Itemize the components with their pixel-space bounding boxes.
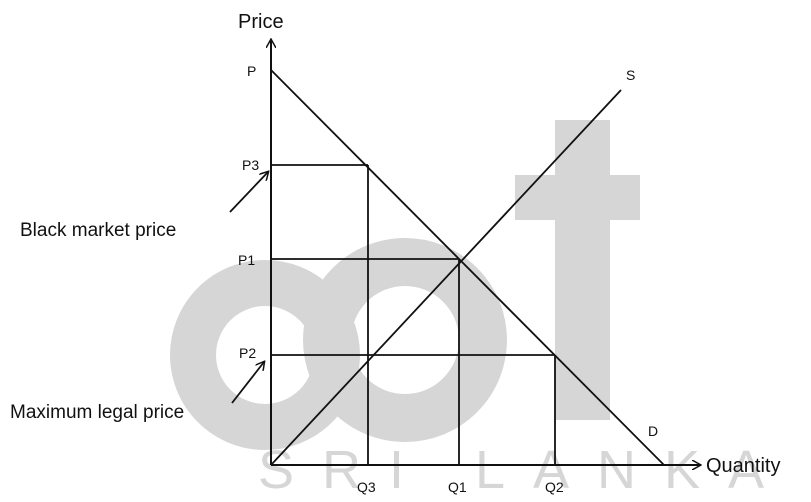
supply-label: S [626, 67, 635, 83]
watermark-letter-t-stem [555, 120, 610, 420]
price-label-p: P [247, 63, 256, 79]
black-market-arrow [229, 172, 268, 213]
price-label-p2: P2 [239, 345, 256, 361]
quantity-label-q1: Q1 [448, 479, 467, 495]
black-market-price-label: Black market price [20, 220, 176, 241]
watermark-logo [170, 120, 640, 450]
quantity-label-q3: Q3 [357, 479, 376, 495]
max-legal-arrow [231, 362, 264, 404]
demand-curve [270, 69, 665, 466]
y-axis-label: Price [238, 11, 284, 33]
demand-label: D [648, 423, 658, 439]
watermark-letter-a2 [303, 238, 507, 442]
x-axis-label: Quantity [706, 455, 780, 477]
supply-curve [270, 89, 622, 466]
watermark-letter-t-bar [515, 175, 640, 220]
watermark-subtitle: SRI LANKA [258, 440, 792, 497]
quantity-label-q2: Q2 [545, 479, 564, 495]
price-label-p1: P1 [238, 252, 255, 268]
maximum-legal-price-label: Maximum legal price [10, 402, 184, 423]
price-label-p3: P3 [242, 157, 259, 173]
